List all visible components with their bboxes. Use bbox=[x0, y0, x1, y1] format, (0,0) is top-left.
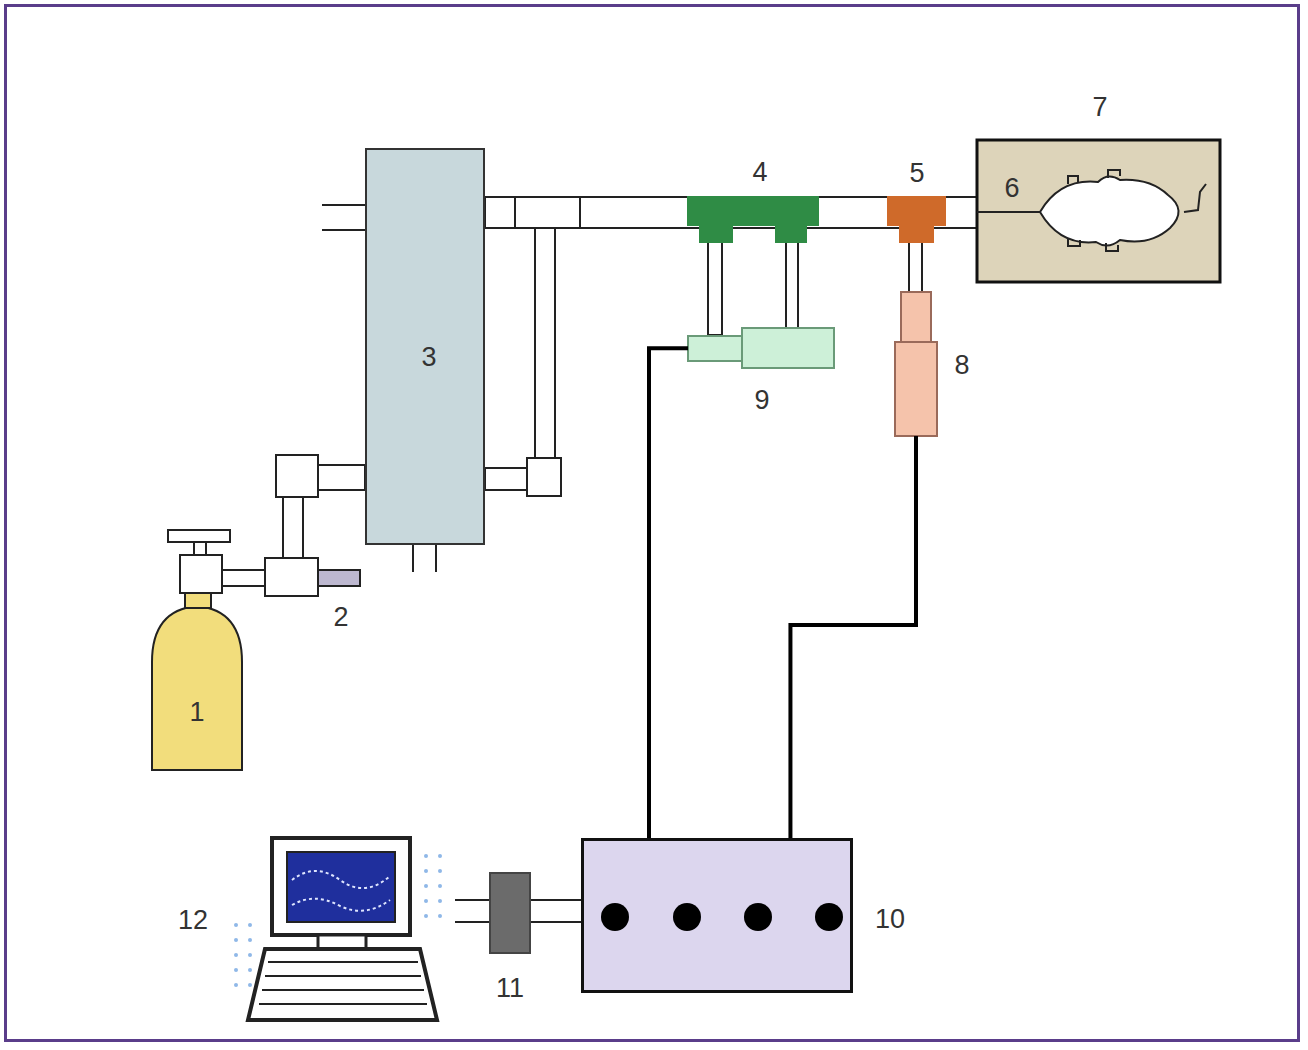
callout-number: 9 bbox=[754, 387, 769, 414]
pressure-sensor: 9 bbox=[688, 328, 836, 370]
callout-number: 5 bbox=[909, 160, 924, 187]
knob-row bbox=[584, 841, 850, 990]
signal-wire bbox=[790, 436, 916, 838]
callout-number: 2 bbox=[333, 604, 348, 631]
callout-number: 10 bbox=[875, 906, 905, 933]
callout-number: 1 bbox=[189, 699, 204, 726]
computer: 12 bbox=[248, 836, 438, 1022]
callout-number: 11 bbox=[496, 975, 524, 1002]
amplifier-box: 10 bbox=[581, 838, 853, 993]
gas-cylinder: 1 bbox=[152, 600, 244, 772]
signal-wire bbox=[649, 348, 688, 838]
callout-number: 6 bbox=[1004, 175, 1019, 202]
callout-number: 7 bbox=[1092, 94, 1107, 121]
callout-number: 4 bbox=[752, 159, 767, 186]
pressure-transducer: 8 bbox=[895, 292, 937, 436]
callout-number: 12 bbox=[178, 907, 208, 934]
ventilator: 3 bbox=[365, 148, 485, 545]
callout-number: 8 bbox=[954, 352, 969, 379]
callout-number: 3 bbox=[421, 344, 436, 371]
